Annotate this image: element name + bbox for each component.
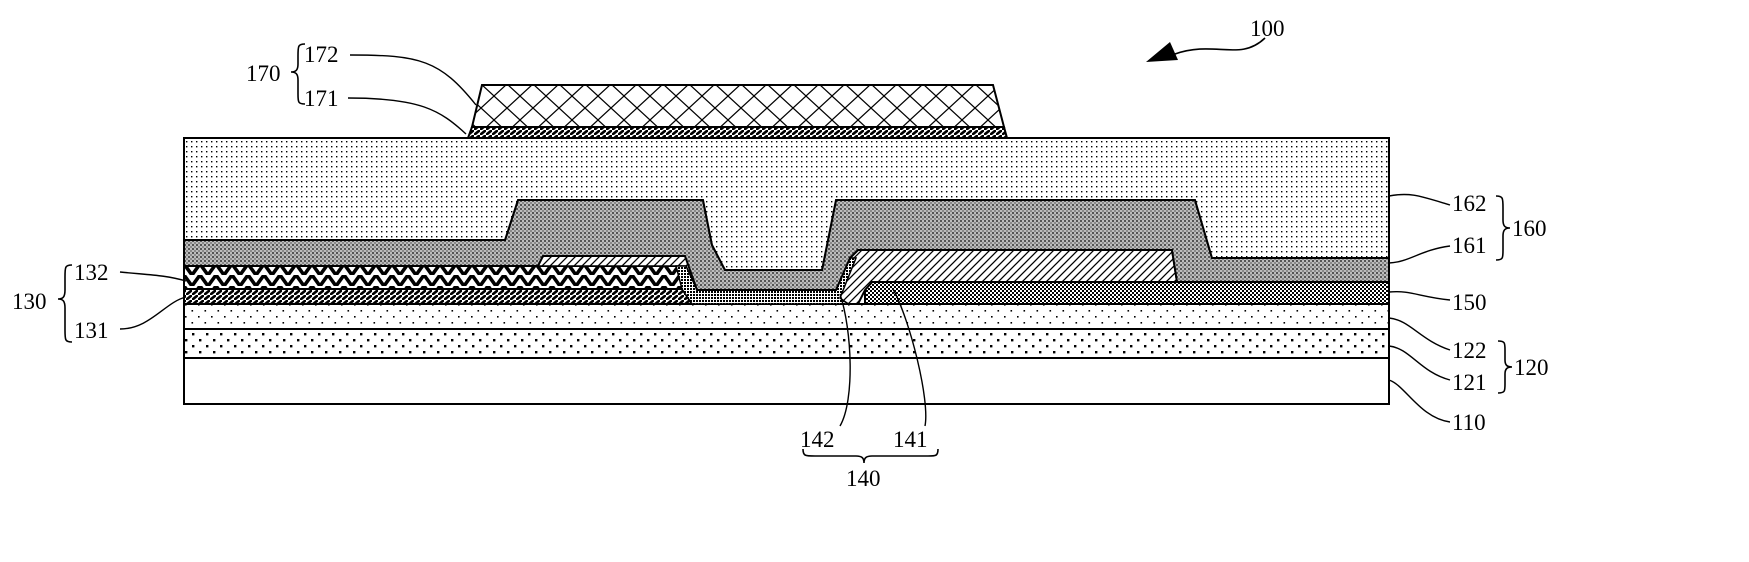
layer-162 — [183, 137, 1390, 271]
label-160: 160 — [1512, 216, 1547, 241]
label-170: 170 — [246, 61, 281, 86]
label-100: 100 — [1250, 16, 1285, 41]
layer-110-substrate — [183, 357, 1390, 405]
label-110: 110 — [1452, 410, 1486, 435]
leader-161 — [1388, 245, 1451, 264]
layer-121 — [183, 328, 1390, 359]
leader-121 — [1388, 345, 1451, 381]
brace-130 — [57, 264, 73, 343]
label-150: 150 — [1452, 290, 1487, 315]
braces — [57, 43, 1513, 464]
layer-131 — [183, 288, 694, 305]
label-141: 141 — [893, 427, 928, 452]
label-171: 171 — [304, 86, 339, 111]
label-130: 130 — [12, 289, 47, 314]
leader-122 — [1388, 317, 1451, 351]
leader-110 — [1388, 379, 1451, 423]
brace-170 — [290, 43, 306, 105]
layer-132 — [183, 265, 696, 290]
label-162: 162 — [1452, 191, 1487, 216]
leader-172 — [349, 54, 477, 106]
label-142: 142 — [800, 427, 835, 452]
leader-132 — [119, 271, 187, 282]
arrowhead-icon — [1146, 42, 1178, 62]
layer-172 — [470, 84, 1006, 128]
brace-160 — [1495, 195, 1511, 261]
reference-arrow-100 — [1174, 37, 1266, 55]
label-172: 172 — [304, 42, 339, 67]
brace-140 — [802, 448, 939, 464]
layer-171 — [466, 126, 1009, 139]
leader-162 — [1388, 193, 1451, 206]
brace-120 — [1497, 340, 1513, 394]
label-131: 131 — [74, 318, 109, 343]
label-121: 121 — [1452, 370, 1487, 395]
leader-171 — [347, 97, 467, 135]
label-120: 120 — [1514, 355, 1549, 380]
leader-131 — [119, 296, 187, 330]
layer-150 — [864, 281, 1390, 305]
label-140: 140 — [846, 466, 881, 491]
label-161: 161 — [1452, 233, 1487, 258]
label-122: 122 — [1452, 338, 1487, 363]
leader-141 — [892, 288, 927, 427]
leader-150 — [1388, 290, 1451, 301]
label-132: 132 — [74, 260, 109, 285]
leader-142 — [839, 293, 851, 427]
layer-122 — [183, 303, 1390, 330]
leader-lines — [119, 54, 1451, 427]
